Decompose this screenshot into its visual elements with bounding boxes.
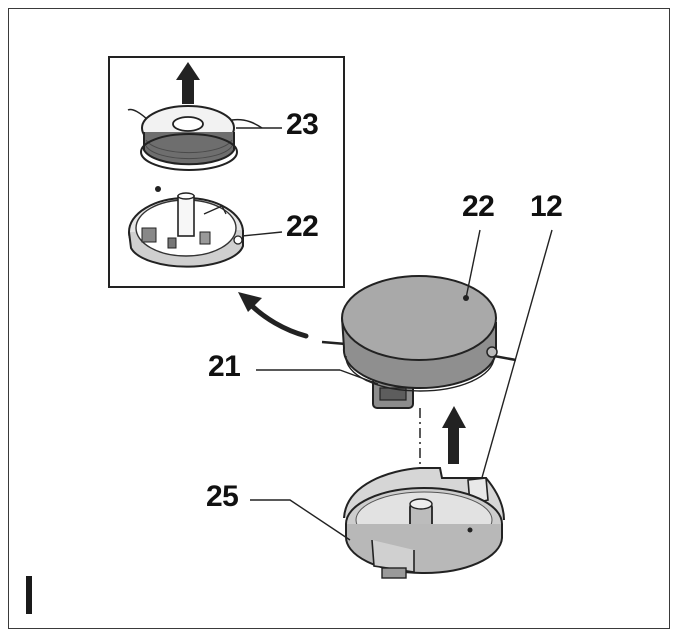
arrow-up-icon [442,406,466,464]
label-guard-12: 12 [530,190,563,223]
base-housing [343,467,505,579]
arrow-up-icon [176,62,200,104]
label-base-25: 25 [206,480,239,513]
leader-line-22 [465,229,481,299]
inset-open-cover [128,186,244,268]
section-marker [26,576,32,614]
label-cover-22: 22 [462,190,495,223]
main-cover [321,275,517,409]
leader-line-12 [469,229,553,521]
label-spool-23: 23 [286,108,319,141]
inset-spool [127,105,263,171]
curved-arrow-icon [238,292,309,339]
label-latch-21: 21 [208,350,241,383]
label-inset-cover-22: 22 [286,210,319,243]
leader-line-22-inset [241,231,283,237]
leader-line-25 [250,499,351,541]
